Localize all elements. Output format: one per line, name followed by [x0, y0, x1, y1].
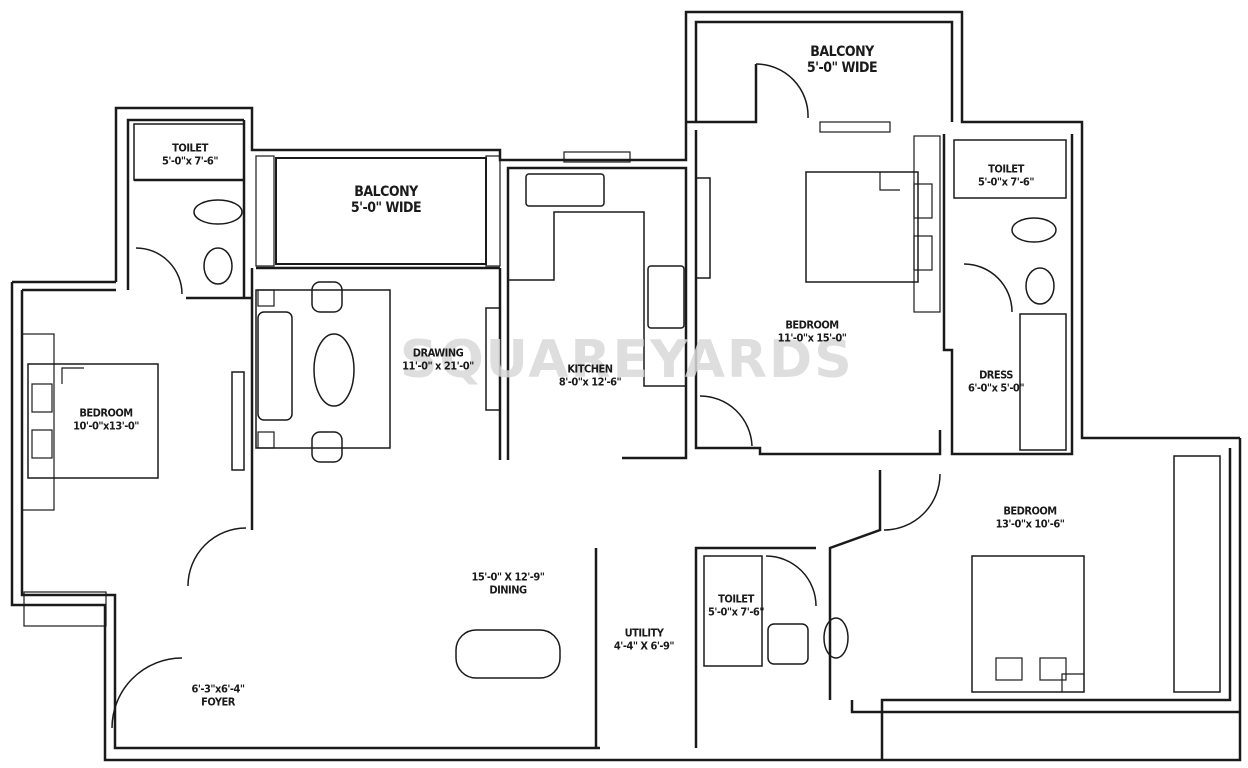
room-label-dining: 15'-0" X 12'-9" DINING [472, 571, 545, 596]
room-label-bedroom-3: BEDROOM 13'-0"x 10'-6" [996, 505, 1065, 530]
room-label-utility: UTILITY 4'-4" X 6'-9" [613, 626, 675, 652]
drawing-furniture [231, 268, 502, 530]
room-name: UTILITY [624, 626, 664, 640]
room-dims: 4'-4" X 6'-9" [613, 639, 675, 652]
bedroom-1-furniture [21, 333, 247, 627]
room-name: TOILET [172, 141, 208, 155]
toilet-1-walls [133, 120, 252, 300]
room-label-bedroom-2: BEDROOM 11'-0"x 15'-0" [778, 319, 847, 344]
room-label-dress: DRESS 6'-0"x 5'-0" [968, 369, 1024, 394]
room-name: TOILET [718, 592, 754, 606]
room-dims: 5'-0" WIDE [806, 60, 878, 76]
room-label-toilet-1: TOILET 5'-0"x 7'-6" [162, 142, 218, 167]
balcony-1-walls [255, 155, 501, 270]
room-dims: 5'-0" WIDE [350, 200, 422, 216]
toilet-2-dress [942, 134, 1074, 456]
room-name: BALCONY [810, 43, 874, 60]
room-name: KITCHEN [567, 362, 613, 376]
room-dims: 10'-0"x13'-0" [73, 419, 139, 432]
room-label-balcony-2: BALCONY 5'-0" WIDE [806, 43, 878, 76]
dining-utility [111, 546, 816, 748]
room-name: DRESS [979, 368, 1013, 382]
room-name: DRAWING [412, 346, 464, 360]
room-dims: 8'-0"x 12'-6" [558, 375, 622, 388]
room-dims: 5'-0"x 7'-6" [978, 175, 1034, 188]
room-dims: 11'-0" x 21'-0" [402, 359, 474, 372]
room-label-balcony-1: BALCONY 5'-0" WIDE [350, 183, 422, 216]
bedroom-3-furniture [828, 455, 1221, 700]
room-dims: 6'-0"x 5'-0" [968, 381, 1024, 394]
room-dims: 11'-0"x 15'-0" [777, 331, 847, 344]
room-dims: 5'-0"x 7'-6" [708, 605, 764, 618]
room-dims: 15'-0" X 12'-9" [471, 570, 545, 584]
room-dims: 5'-0"x 7'-6" [162, 154, 218, 167]
room-name: BALCONY [354, 183, 418, 200]
room-label-kitchen: KITCHEN 8'-0"x 12'-6" [558, 362, 622, 388]
room-name: BEDROOM [785, 318, 839, 332]
room-name: FOYER [201, 695, 235, 708]
room-label-toilet-3: TOILET 5'-0"x 7'-6" [708, 593, 764, 618]
room-dims: 13'-0"x 10'-6" [995, 517, 1065, 530]
room-dims: 6'-3"x6'-4" [191, 682, 245, 696]
room-label-foyer: 6'-3"x6'-4" FOYER [191, 682, 245, 708]
room-label-drawing: DRAWING 11'-0" x 21'-0" [402, 347, 474, 372]
room-label-bedroom-1: BEDROOM 10'-0"x13'-0" [73, 407, 139, 432]
toilet-3-fixtures [703, 555, 849, 667]
bedroom-2-furniture [686, 63, 942, 456]
room-name: BEDROOM [79, 406, 133, 420]
room-name: TOILET [988, 162, 1024, 176]
room-name: DINING [489, 583, 527, 596]
kitchen-fixtures [506, 151, 711, 460]
watermark: SQUAREYARDS [400, 330, 854, 390]
room-label-toilet-2: TOILET 5'-0"x 7'-6" [978, 163, 1034, 188]
room-name: BEDROOM [1003, 504, 1057, 518]
